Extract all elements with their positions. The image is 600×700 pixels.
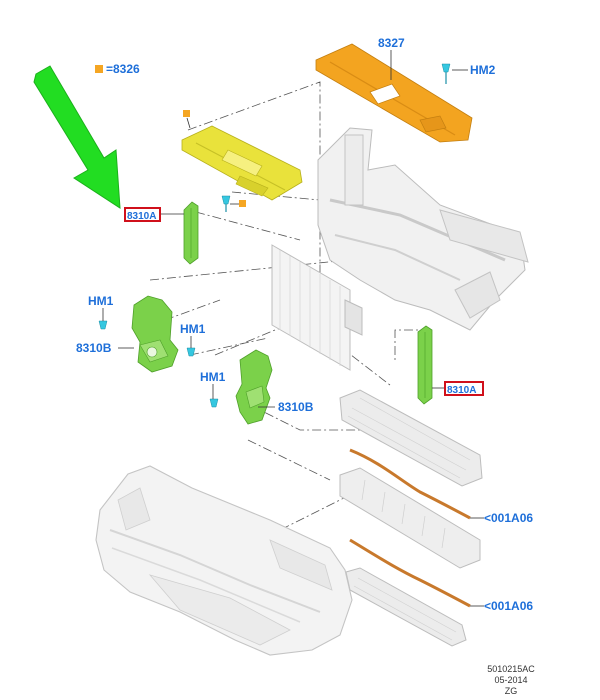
- highlight-box-left: [124, 207, 161, 222]
- push-pin-clip-icon: [209, 398, 219, 408]
- front-bumper-cover: [95, 465, 353, 656]
- drawing-date: 05-2014: [494, 675, 527, 685]
- label-8327: 8327: [378, 36, 405, 50]
- legend-marker-orange-square: [183, 110, 190, 117]
- drawing-footer: 5010215AC 05-2014 ZG: [487, 664, 535, 696]
- push-pin-clip-icon: [221, 195, 231, 212]
- green-arrow-icon: [33, 65, 121, 209]
- left-bracket-8310B: [131, 295, 179, 373]
- label-hm2: HM2: [470, 63, 496, 77]
- push-pin-clip-icon: [186, 347, 196, 357]
- air-deflector-8326: [181, 125, 303, 201]
- label-8310b-left: 8310B: [76, 341, 112, 355]
- upper-trim-strip: [349, 448, 471, 520]
- lower-trim-strip: [349, 538, 471, 608]
- upper-air-deflector-8327: [315, 43, 473, 143]
- lower-grille-insert: [345, 567, 467, 647]
- drawing-number: 5010215AC: [487, 664, 535, 674]
- drawing-code: ZG: [505, 686, 518, 696]
- legend-marker-orange-square: [239, 200, 246, 207]
- highlight-box-right: [444, 381, 484, 396]
- label-hm1-lower: HM1: [200, 370, 226, 384]
- right-bracket-8310B: [235, 349, 273, 425]
- radiator-support-assembly: [317, 127, 529, 331]
- label-ref-upper: <001A06: [484, 511, 533, 525]
- label-hm1-middle: HM1: [180, 322, 206, 336]
- upper-grille-insert: [339, 389, 483, 487]
- label-leader-lines: [102, 50, 484, 607]
- clip-fasteners: [98, 63, 451, 408]
- label-8310a-right: 8310A: [447, 385, 476, 396]
- right-seal-8310A: [417, 325, 433, 405]
- condenser-core: [271, 244, 363, 371]
- orange-square-icon: [95, 65, 103, 73]
- label-8310a-left: 8310A: [127, 211, 156, 222]
- energy-absorber: [339, 467, 481, 569]
- push-pin-clip-icon: [441, 63, 451, 84]
- legend: =8326: [95, 62, 140, 76]
- label-ref-lower: <001A06: [484, 599, 533, 613]
- label-8310b-right: 8310B: [278, 400, 314, 414]
- legend-text: =8326: [106, 62, 140, 76]
- label-hm1-upper-left: HM1: [88, 294, 114, 308]
- push-pin-clip-icon: [98, 320, 108, 330]
- left-seal-8310A: [183, 201, 199, 265]
